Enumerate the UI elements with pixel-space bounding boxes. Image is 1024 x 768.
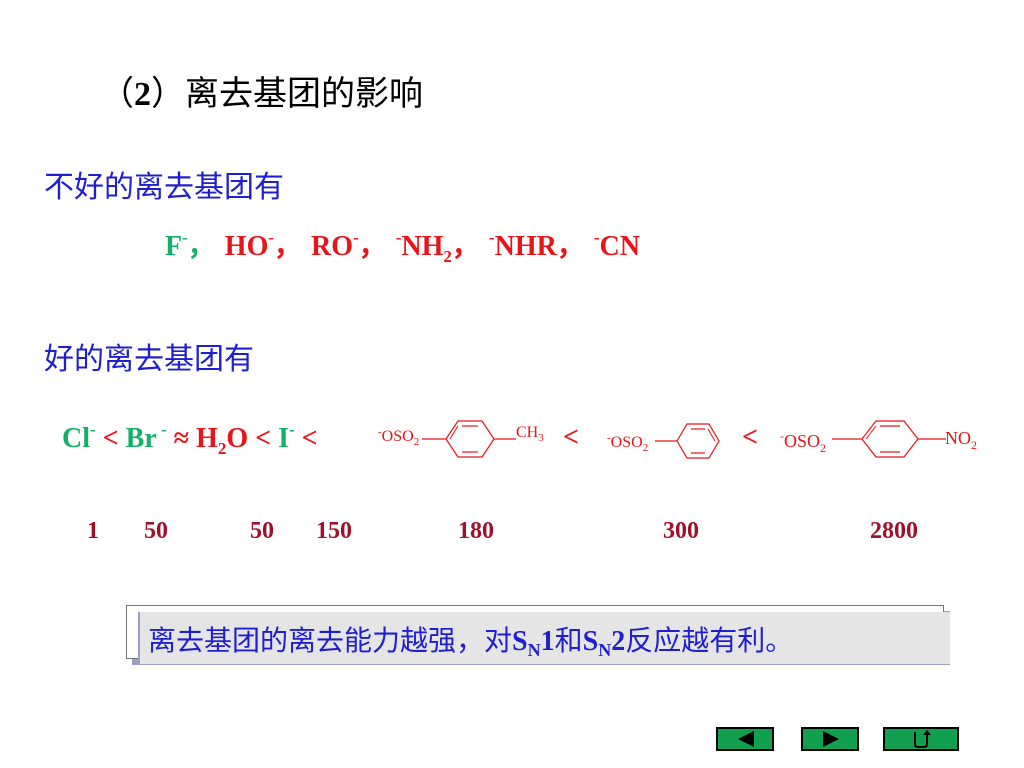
water: H2O: [196, 423, 249, 458]
group-ro: RO-，: [311, 228, 387, 262]
rate-benzenesulfonate: 300: [663, 518, 699, 544]
nosylate-oso2: -OSO2: [780, 429, 827, 455]
tosylate-ch3: CH3: [516, 424, 544, 444]
group-ho: HO-，: [224, 228, 303, 262]
rate-nosylate: 2800: [870, 518, 918, 544]
approx-sign: ≈: [166, 423, 197, 454]
bad-groups-heading: 不好的离去基团有: [44, 170, 284, 205]
less-than-2: <: [248, 423, 279, 454]
rate-cl: 1: [87, 518, 99, 544]
benzenesulfonate-oso2: -OSO2: [607, 432, 649, 454]
less-than-1: <: [95, 423, 126, 454]
left-triangle-icon: [738, 731, 754, 747]
group-nhr: -NHR，: [488, 228, 585, 262]
page-title: （2）离去基团的影响: [100, 74, 423, 114]
leaving-group-sequence: Cl- < Br - ≈ H2O < I- <: [62, 420, 318, 459]
group-nh2: -NH2，: [395, 228, 480, 266]
less-than-3: <: [294, 423, 318, 454]
rate-h2o: 50: [250, 518, 274, 544]
tosylate-oso2: -OSO2: [378, 426, 420, 448]
prev-slide-button[interactable]: [716, 727, 774, 751]
bad-groups-list: F-， HO-， RO-， -NH2， -NHR， -CN: [165, 224, 640, 267]
chloride: Cl-: [62, 420, 96, 454]
iodide: I-: [278, 420, 295, 454]
return-button[interactable]: [883, 727, 959, 751]
group-f: F-，: [165, 228, 216, 262]
less-than-4: <: [563, 422, 579, 453]
rate-tosylate: 180: [458, 518, 494, 544]
right-triangle-icon: [823, 731, 839, 747]
note-box: [138, 612, 950, 664]
next-slide-button[interactable]: [801, 727, 859, 751]
tosylate-structure: -OSO2 CH3: [378, 418, 558, 468]
tosylate-ring: [422, 420, 516, 458]
group-cn: -CN: [593, 228, 640, 262]
nosylate-ring: [832, 420, 946, 458]
rate-br: 50: [144, 518, 168, 544]
bromide: Br -: [125, 420, 167, 454]
return-arrow-icon: [914, 730, 931, 748]
benzenesulfonate-structure: -OSO2: [607, 420, 737, 470]
note-text: 离去基团的离去能力越强，对SN1和SN2反应越有利。: [148, 624, 794, 660]
less-than-5: <: [742, 422, 758, 453]
good-groups-heading: 好的离去基团有: [44, 342, 254, 377]
nosylate-no2: NO2: [945, 428, 977, 452]
benzenesulfonate-ring: [655, 423, 720, 459]
nosylate-structure: -OSO2 NO2: [780, 418, 995, 468]
rate-i: 150: [316, 518, 352, 544]
